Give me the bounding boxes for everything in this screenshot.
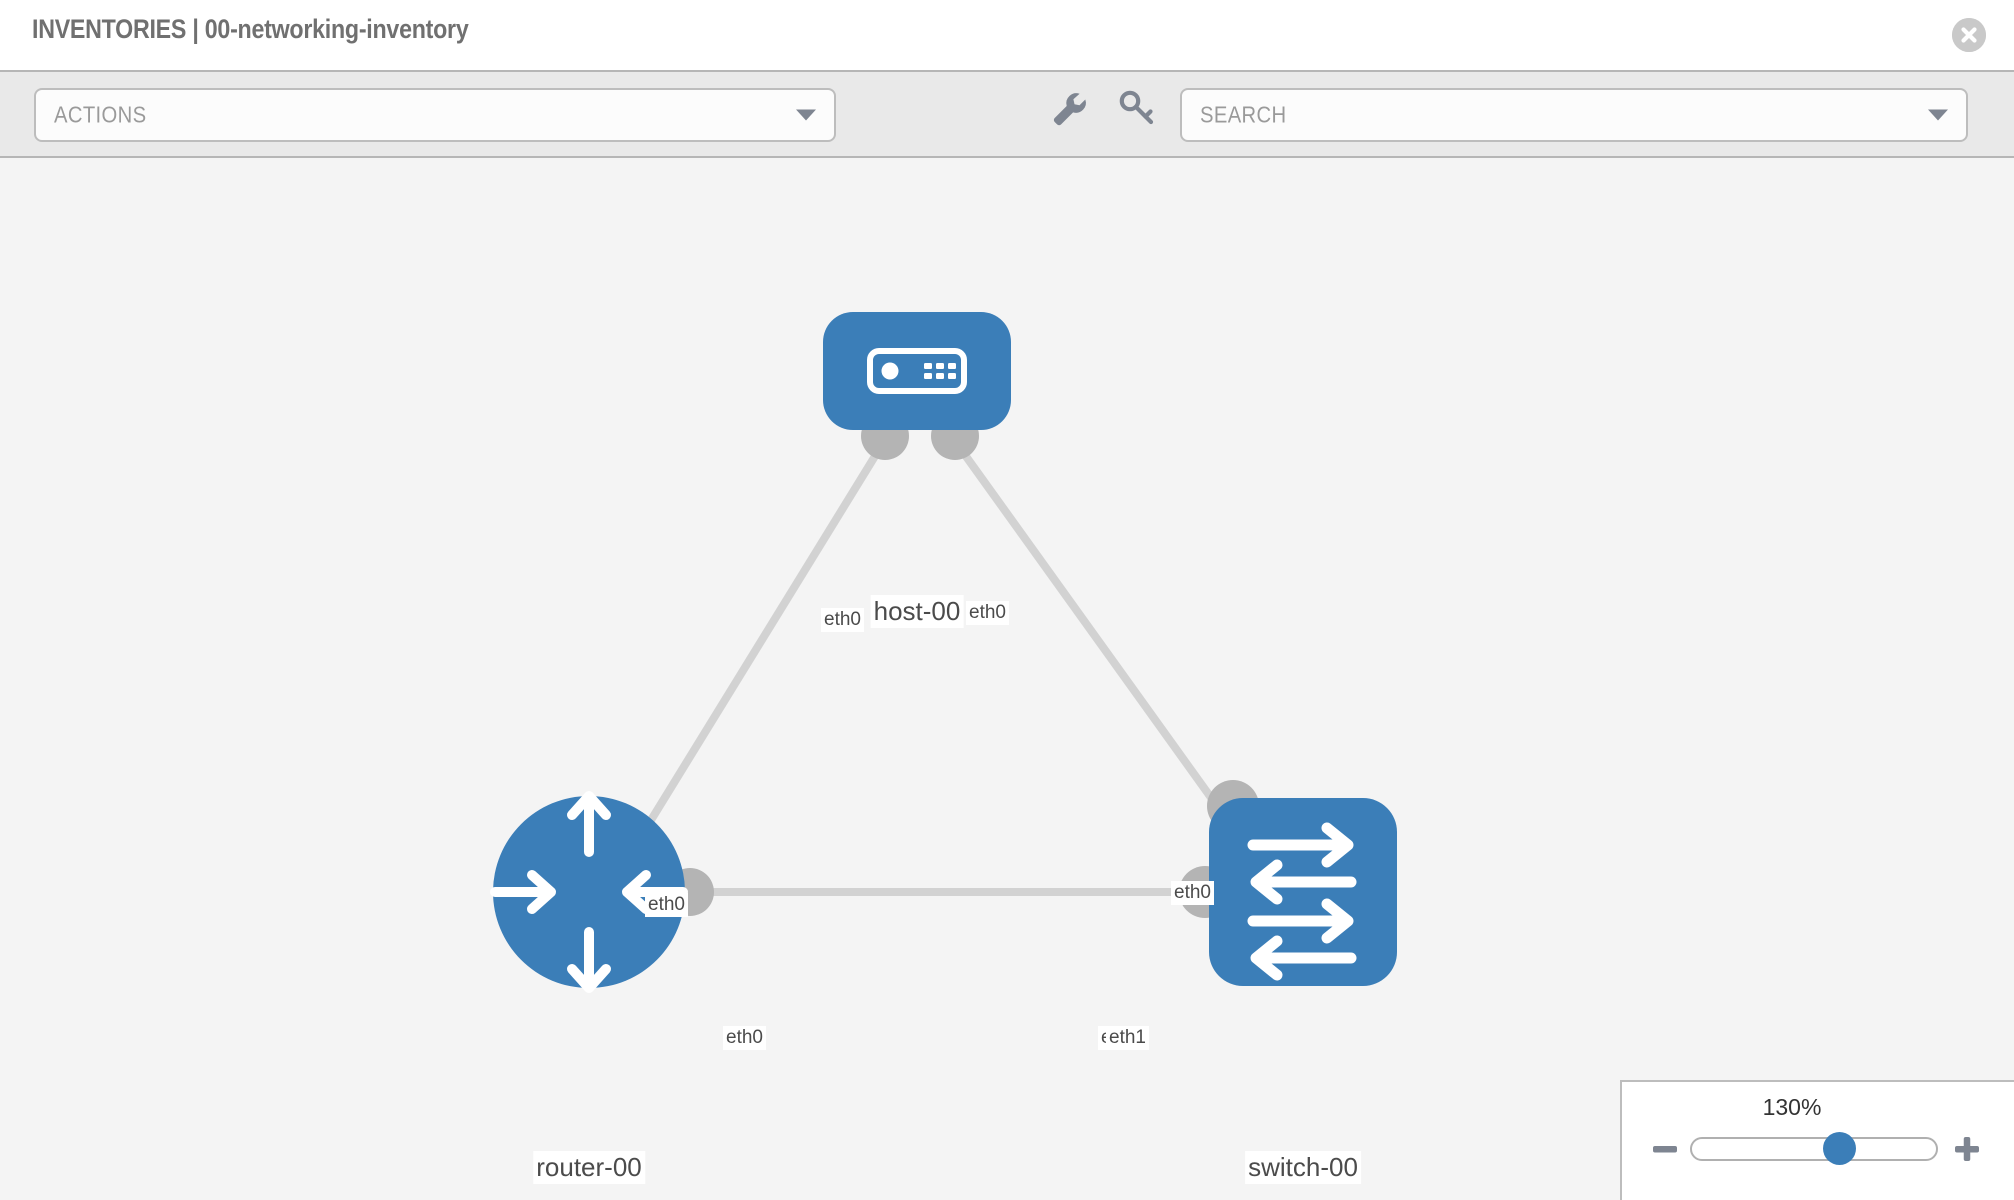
iface-label-host-left: eth0: [821, 608, 864, 632]
plus-icon[interactable]: [1952, 1134, 1982, 1164]
search-dropdown[interactable]: SEARCH: [1180, 88, 1968, 142]
close-icon[interactable]: [1952, 18, 1986, 52]
actions-dropdown-label: ACTIONS: [54, 101, 147, 128]
iface-label-switch-left-b: eth1: [1106, 1026, 1149, 1050]
link-host-router: [636, 445, 884, 841]
zoom-control-panel: 130%: [1620, 1080, 2014, 1200]
iface-label-host-right: eth0: [966, 601, 1009, 625]
toolbar: ACTIONS SEARCH: [0, 70, 2014, 158]
zoom-level-value: 130%: [1762, 1094, 1822, 1120]
topology-canvas[interactable]: host-00 router-00 switch-00 eth0 eth0 et…: [0, 158, 2014, 1200]
minus-icon[interactable]: [1650, 1134, 1680, 1164]
chevron-down-icon: [1928, 109, 1948, 121]
zoom-slider-track[interactable]: [1690, 1137, 1938, 1161]
search-input-placeholder: SEARCH: [1200, 101, 1287, 128]
zoom-slider-thumb[interactable]: [1823, 1132, 1857, 1165]
iface-label-switch-up: eth0: [1171, 881, 1214, 905]
iface-label-router-up: eth0: [645, 893, 688, 917]
node-label-host-00: host-00: [870, 595, 964, 628]
key-icon[interactable]: [1115, 86, 1159, 130]
topology-graph: [490, 312, 1397, 993]
node-switch-00: [1209, 798, 1397, 986]
topology-ports: [666, 412, 1259, 918]
node-host-00: [823, 312, 1011, 430]
page-title: INVENTORIES | 00-networking-inventory: [32, 14, 469, 44]
iface-label-router-right: eth0: [723, 1026, 766, 1050]
chevron-down-icon: [796, 109, 816, 121]
link-host-switch: [956, 445, 1244, 841]
node-label-router-00: router-00: [533, 1151, 645, 1184]
node-router-00: [490, 791, 688, 993]
topology-links: [636, 445, 1244, 896]
actions-dropdown[interactable]: ACTIONS: [34, 88, 836, 142]
node-label-switch-00: switch-00: [1245, 1151, 1361, 1184]
page-header: INVENTORIES | 00-networking-inventory: [0, 0, 2014, 70]
wrench-icon[interactable]: [1046, 86, 1090, 130]
